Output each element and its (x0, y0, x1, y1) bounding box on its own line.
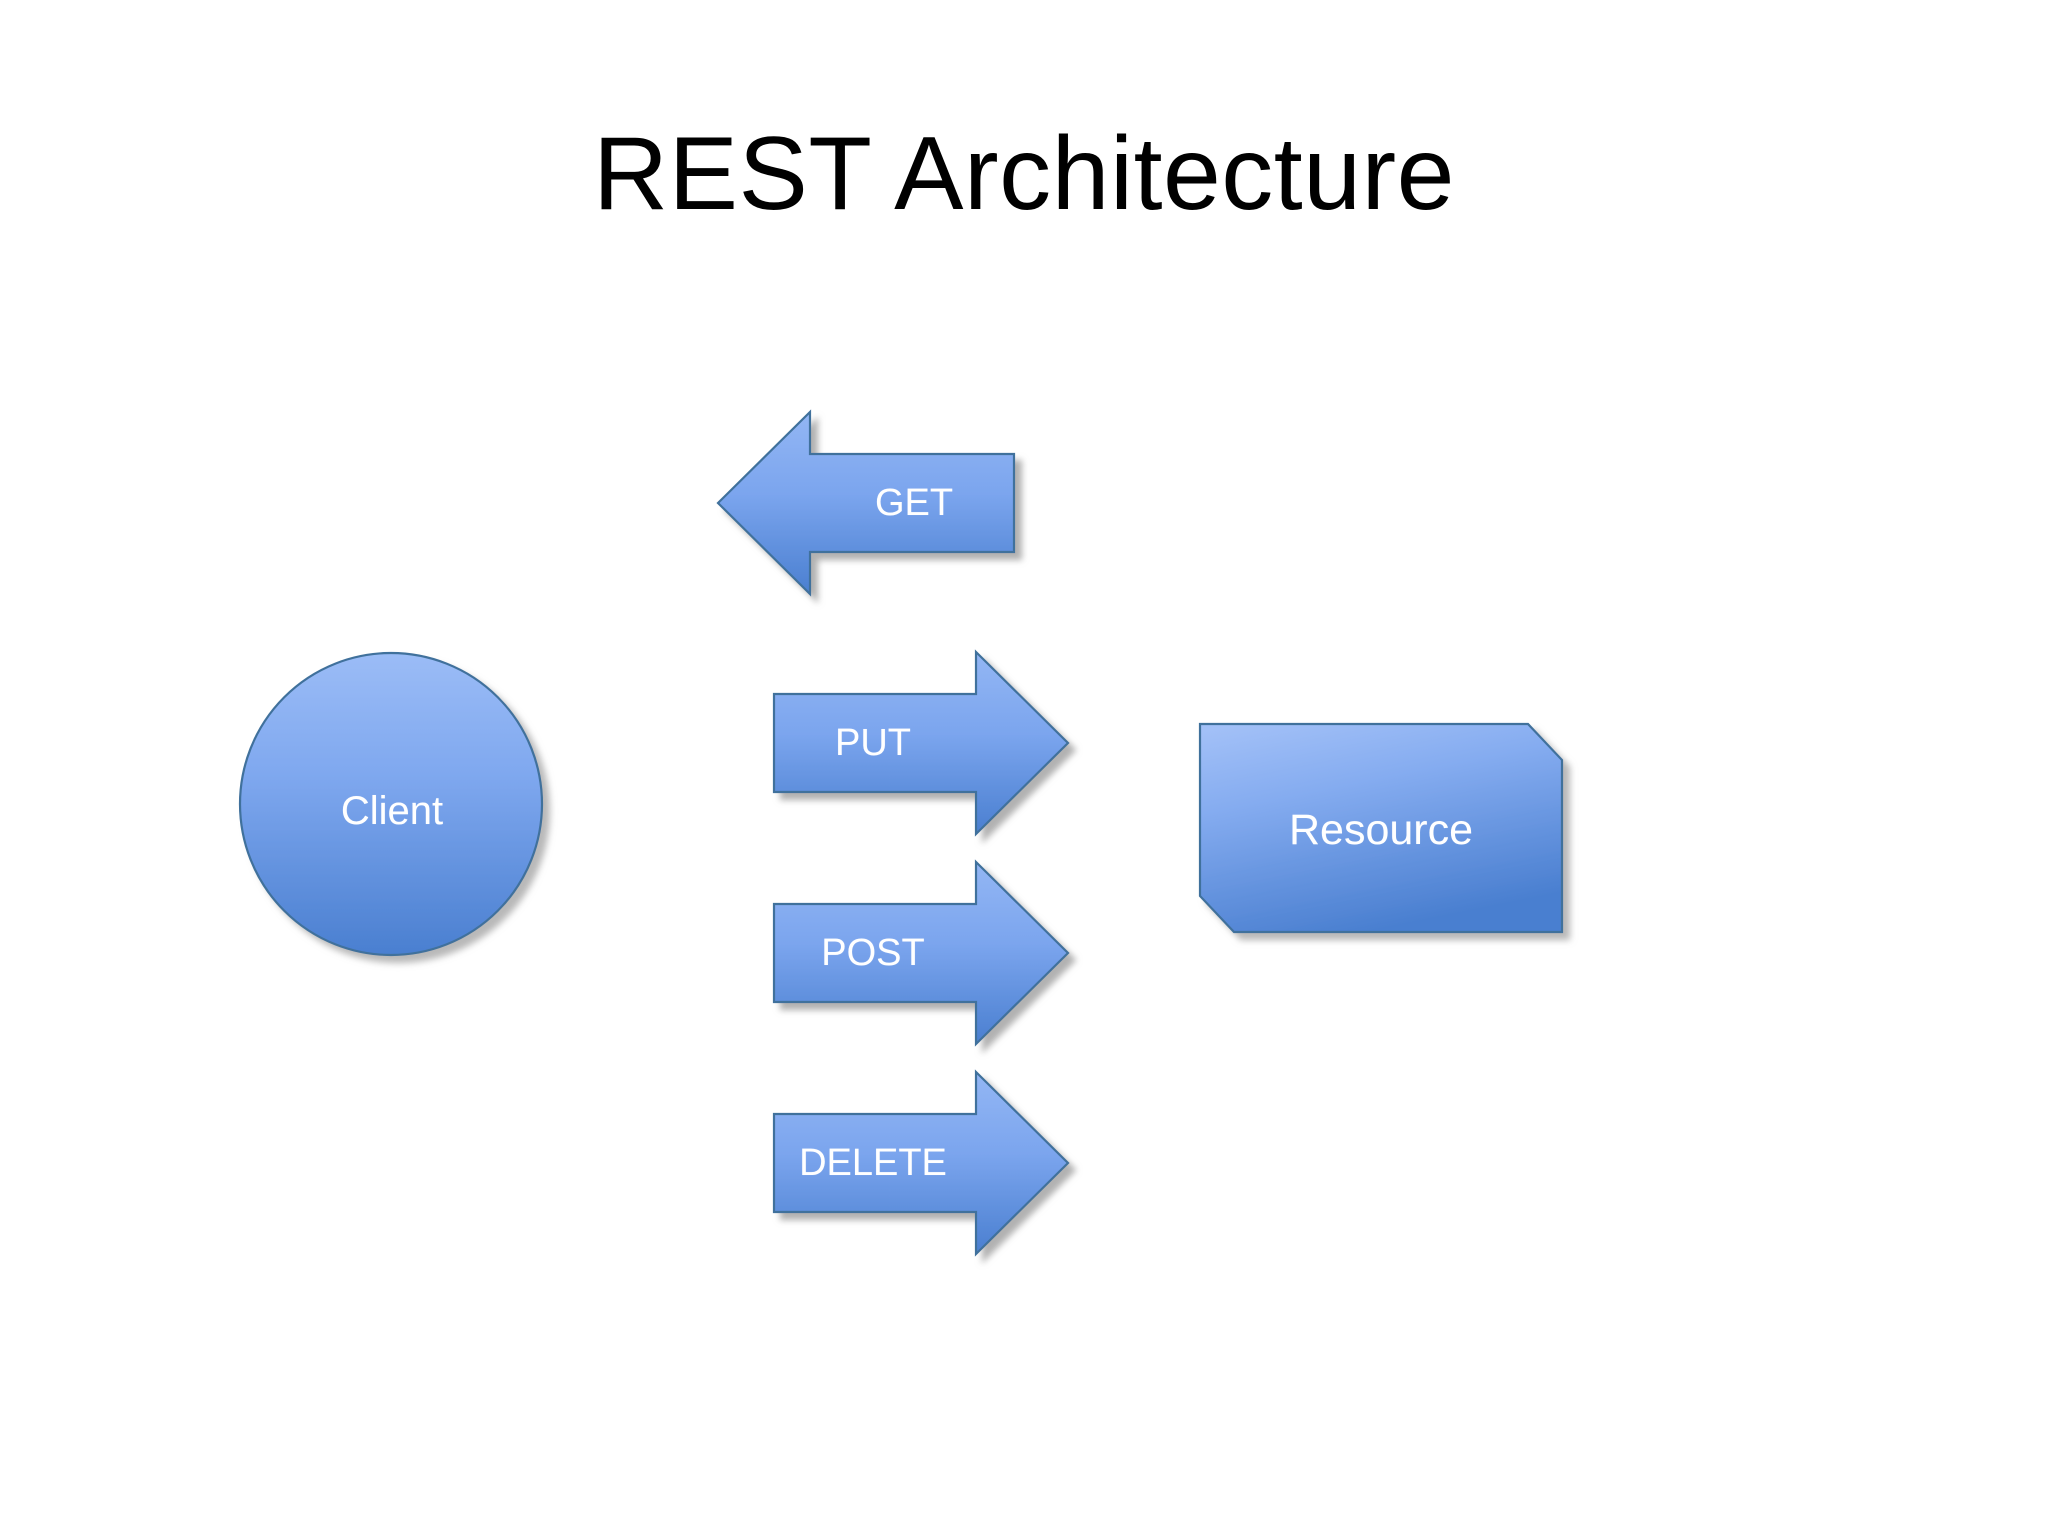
arrow-post[interactable]: POST (772, 859, 1070, 1047)
node-client[interactable]: Client (237, 650, 547, 960)
arrow-right-icon (772, 649, 1070, 837)
ellipse-shape-icon (238, 651, 544, 957)
arrow-delete[interactable]: DELETE (772, 1069, 1070, 1257)
snip-corner-rectangle-icon (1198, 722, 1564, 934)
page-title: REST Architecture (592, 116, 1456, 232)
arrow-get[interactable]: GET (716, 409, 1016, 597)
arrow-right-icon (772, 859, 1070, 1047)
arrow-put[interactable]: PUT (772, 649, 1070, 837)
arrow-right-icon (772, 1069, 1070, 1257)
arrow-left-icon (716, 409, 1016, 597)
node-resource[interactable]: Resource (1198, 722, 1564, 934)
